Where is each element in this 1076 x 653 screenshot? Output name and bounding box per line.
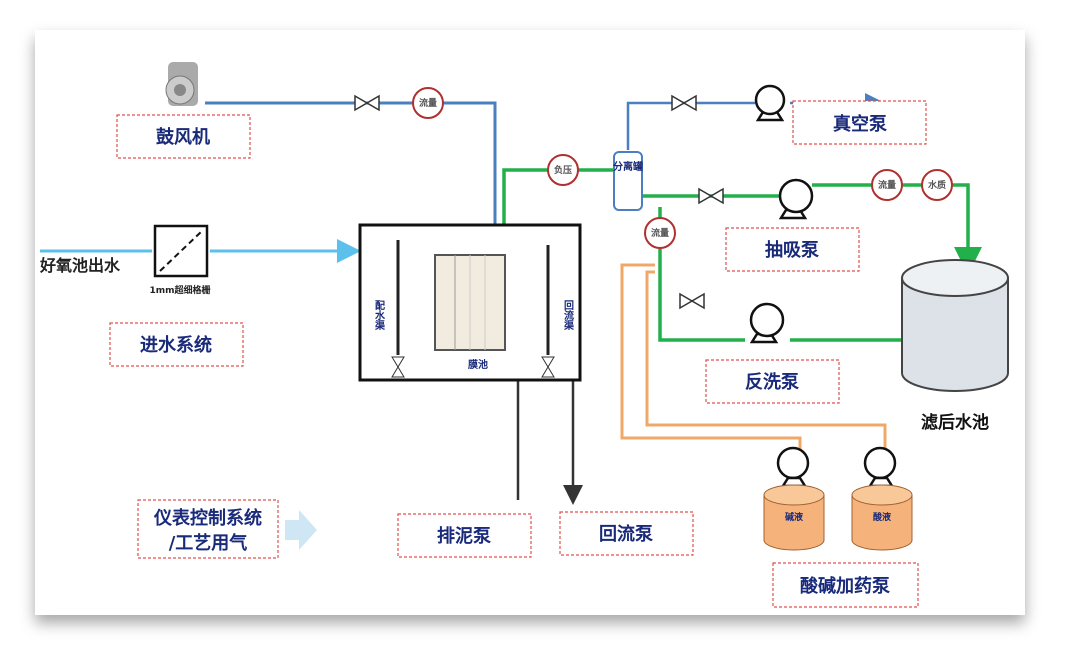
chem-pump-box: [772, 562, 919, 608]
membrane-tank-label: 膜池: [468, 358, 488, 371]
acid-tank-icon: [851, 484, 913, 551]
quality-meter-icon: [921, 169, 953, 201]
return-pump-label: 回流泵: [599, 523, 653, 545]
inlet-source-label: 好氧池出水: [39, 256, 121, 275]
valve-icon: [679, 292, 705, 310]
screen-label: 1mm超细格栅: [149, 284, 210, 296]
suction-pump-box: [725, 227, 860, 272]
return-pump-box: [559, 511, 694, 556]
blower-label-box: [116, 114, 251, 159]
blower-label: 鼓风机: [156, 126, 210, 148]
meter-label: 水质: [928, 179, 946, 191]
vacuum-pump-label: 真空泵: [833, 113, 887, 135]
inlet-system-label: 进水系统: [140, 334, 212, 356]
suction-pump-label: 抽吸泵: [765, 239, 819, 261]
separator-tank-icon: [613, 151, 643, 211]
control-system-label: 仪表控制系统: [153, 507, 262, 529]
meter-label: 流量: [651, 227, 669, 239]
air-pipe: [205, 101, 497, 250]
return-channel-label: 回流渠: [562, 300, 575, 331]
meter-label: 负压: [554, 164, 572, 176]
inlet-system-box: [109, 322, 244, 367]
valve-icon: [671, 94, 697, 112]
filtered-water-tank-icon: [901, 259, 1009, 392]
sludge-pump-label: 排泥泵: [437, 525, 491, 547]
arrow-right-icon: [285, 510, 317, 550]
flow-meter-icon: [644, 217, 676, 249]
vacuum-pump-icon: [754, 84, 786, 122]
suction-pump-icon: [778, 178, 814, 220]
vacuum-pump-box: [792, 100, 927, 145]
alkali-label: 碱液: [785, 511, 804, 523]
acid-label: 酸液: [873, 511, 892, 523]
pressure-meter-icon: [547, 154, 579, 186]
distribution-channel-label: 配水渠: [373, 300, 386, 331]
flow-meter-icon: [412, 87, 444, 119]
alkali-pump-icon: [776, 446, 810, 488]
valve-icon: [391, 356, 555, 378]
filtered-tank-label: 滤后水池: [921, 412, 989, 433]
meter-label: 流量: [878, 179, 896, 191]
meter-label: 流量: [419, 97, 437, 109]
backwash-pump-icon: [749, 302, 785, 344]
separator-label: 分离罐: [613, 160, 643, 173]
backwash-pump-box: [705, 359, 840, 404]
sludge-pump-box: [397, 513, 532, 558]
control-system-box: [137, 499, 279, 559]
valve-icon: [698, 187, 724, 205]
flow-meter-icon: [871, 169, 903, 201]
acid-pump-icon: [863, 446, 897, 488]
alkali-tank-icon: [763, 484, 825, 551]
chemical-pipe: [620, 263, 887, 450]
chem-pump-label: 酸碱加药泵: [800, 575, 890, 597]
blower-icon: [165, 62, 198, 106]
control-system-label-2: /工艺用气: [169, 532, 248, 554]
membrane-module-icon: [434, 254, 506, 351]
valve-icon: [354, 94, 380, 112]
sludge-pipe: [516, 380, 573, 500]
backwash-pump-label: 反洗泵: [745, 371, 799, 393]
